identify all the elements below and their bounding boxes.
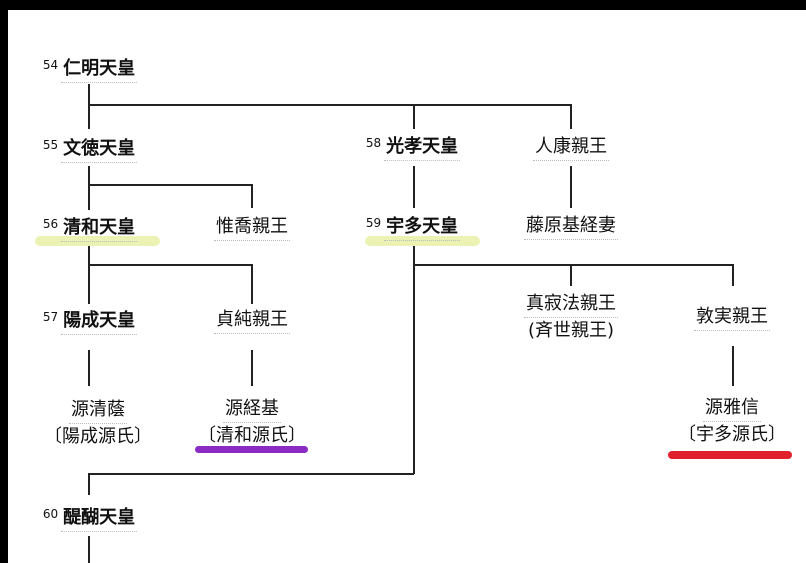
clan-label: 〔陽成源氏〕 [44,426,152,447]
line [570,104,572,129]
line [88,536,90,563]
line [88,104,571,106]
reign-number: 59 [365,216,382,230]
left-border [0,0,8,563]
node-masanobu: 源雅信〔宇多源氏〕 [678,395,786,448]
line [413,246,415,474]
node-name: 光孝天皇 [384,134,461,161]
reign-number: 56 [42,217,59,231]
alt-name: (斉世親王) [527,320,615,341]
node-name: 敦実親王 [694,304,770,331]
top-border [0,0,806,10]
reign-number: 60 [42,507,59,521]
highlight-uda [365,236,480,246]
node-name: 醍醐天皇 [61,505,138,532]
line [251,264,253,304]
reign-number: 57 [42,310,59,324]
node-tsunemoto: 源経基〔清和源氏〕 [198,396,306,449]
line [413,104,415,129]
node-name: 貞純親王 [214,307,290,334]
node-name: 文徳天皇 [61,136,138,163]
reign-number: 58 [365,136,382,150]
line [88,184,252,186]
reign-number: 55 [42,138,59,152]
line [570,264,572,286]
node-kiyokage: 源清蔭〔陽成源氏〕 [44,397,152,450]
line [88,84,90,104]
line [251,350,253,386]
node-name: 陽成天皇 [61,308,138,335]
line [88,246,90,304]
underline-seiwa-genji [195,446,308,453]
reign-number: 54 [42,58,59,72]
line [732,346,734,386]
node-name: 藤原基経妻 [524,213,618,240]
line [413,264,733,266]
node-sadazumi: 貞純親王 [214,307,290,334]
node-name: 宇多天皇 [384,214,461,241]
node-saneyasu: 人康親王 [533,134,609,161]
underline-uda-genji [668,451,792,459]
node-name: 惟喬親王 [214,214,290,241]
node-mototsune-wife: 藤原基経妻 [524,213,618,240]
line [88,350,90,386]
node-name: 真寂法親王 [524,291,618,318]
node-name: 清和天皇 [61,215,138,242]
line [570,166,572,208]
line [88,473,414,475]
line [88,264,252,266]
line [88,104,90,129]
line [413,166,415,208]
node-name: 源雅信 [703,395,761,422]
line [732,264,734,286]
node-name: 仁明天皇 [61,56,138,83]
node-name: 人康親王 [533,134,609,161]
node-koretaka: 惟喬親王 [214,214,290,241]
clan-label: 〔清和源氏〕 [198,425,306,446]
node-name: 源清蔭 [69,397,127,424]
node-atsumi: 敦実親王 [694,304,770,331]
line [251,184,253,208]
clan-label: 〔宇多源氏〕 [678,424,786,445]
line [88,473,90,495]
line [88,166,90,210]
node-name: 源経基 [223,396,281,423]
node-shinjaku: 真寂法親王(斉世親王) [524,291,618,344]
